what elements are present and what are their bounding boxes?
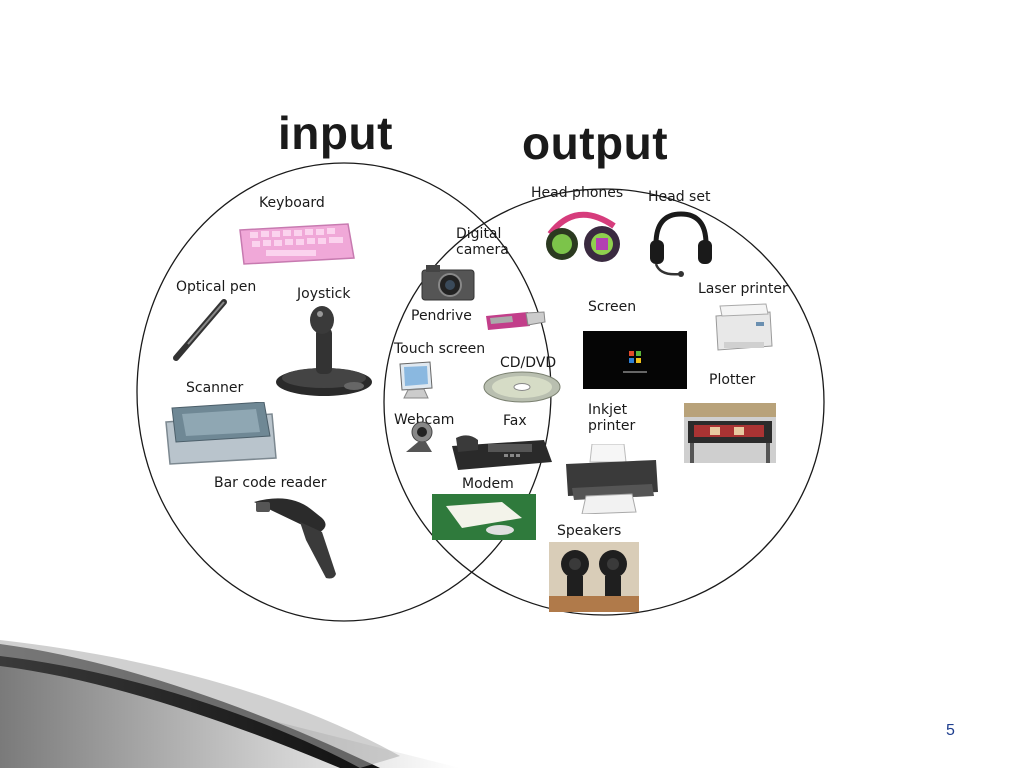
optical-pen-icon xyxy=(173,299,227,361)
keyboard-icon xyxy=(239,223,355,265)
digital-camera-label-1: Digital xyxy=(456,226,502,242)
pendrive-label: Pendrive xyxy=(411,308,472,324)
inkjet-printer-icon xyxy=(566,444,658,514)
digital-camera-label-2: camera xyxy=(456,242,509,258)
cd-dvd-icon xyxy=(483,371,561,403)
pendrive-icon xyxy=(486,311,546,330)
inkjet-printer-label-2: printer xyxy=(588,418,636,434)
webcam-icon xyxy=(406,421,433,452)
keyboard-label: Keyboard xyxy=(259,195,325,211)
fax-label: Fax xyxy=(503,413,527,429)
touch-screen-icon xyxy=(399,361,433,399)
speakers-icon xyxy=(549,542,639,612)
fax-icon xyxy=(452,435,552,470)
output-circle xyxy=(383,188,825,616)
scanner-icon xyxy=(165,402,277,465)
modem-label: Modem xyxy=(462,476,514,492)
plotter-icon xyxy=(684,403,776,463)
barcode-reader-icon xyxy=(254,498,336,579)
screen-label: Screen xyxy=(588,299,637,315)
joystick-icon xyxy=(276,306,372,396)
digital-camera-icon xyxy=(421,265,475,301)
modem-icon xyxy=(432,494,536,540)
cd-dvd-label: CD/DVD xyxy=(500,355,557,371)
laser-printer-label: Laser printer xyxy=(698,281,788,297)
footer-swoosh-decoration xyxy=(0,640,460,768)
head-phones-icon xyxy=(546,211,620,262)
plotter-label: Plotter xyxy=(709,372,756,388)
page-number: 5 xyxy=(946,722,955,739)
speakers-label: Speakers xyxy=(557,523,622,539)
screen-icon xyxy=(583,331,687,389)
laser-printer-icon xyxy=(715,303,773,351)
barcode-reader-label: Bar code reader xyxy=(214,475,327,491)
webcam-label: Webcam xyxy=(394,412,455,428)
head-phones-label: Head phones xyxy=(531,185,624,201)
inkjet-printer-label-1: Inkjet xyxy=(588,402,628,418)
optical-pen-label: Optical pen xyxy=(176,279,257,295)
input-title: input xyxy=(278,107,393,159)
joystick-label: Joystick xyxy=(297,286,351,302)
head-set-icon xyxy=(650,211,712,277)
head-set-label: Head set xyxy=(648,189,711,205)
output-title: output xyxy=(522,117,669,169)
scanner-label: Scanner xyxy=(186,380,244,396)
touch-screen-label: Touch screen xyxy=(394,341,486,357)
